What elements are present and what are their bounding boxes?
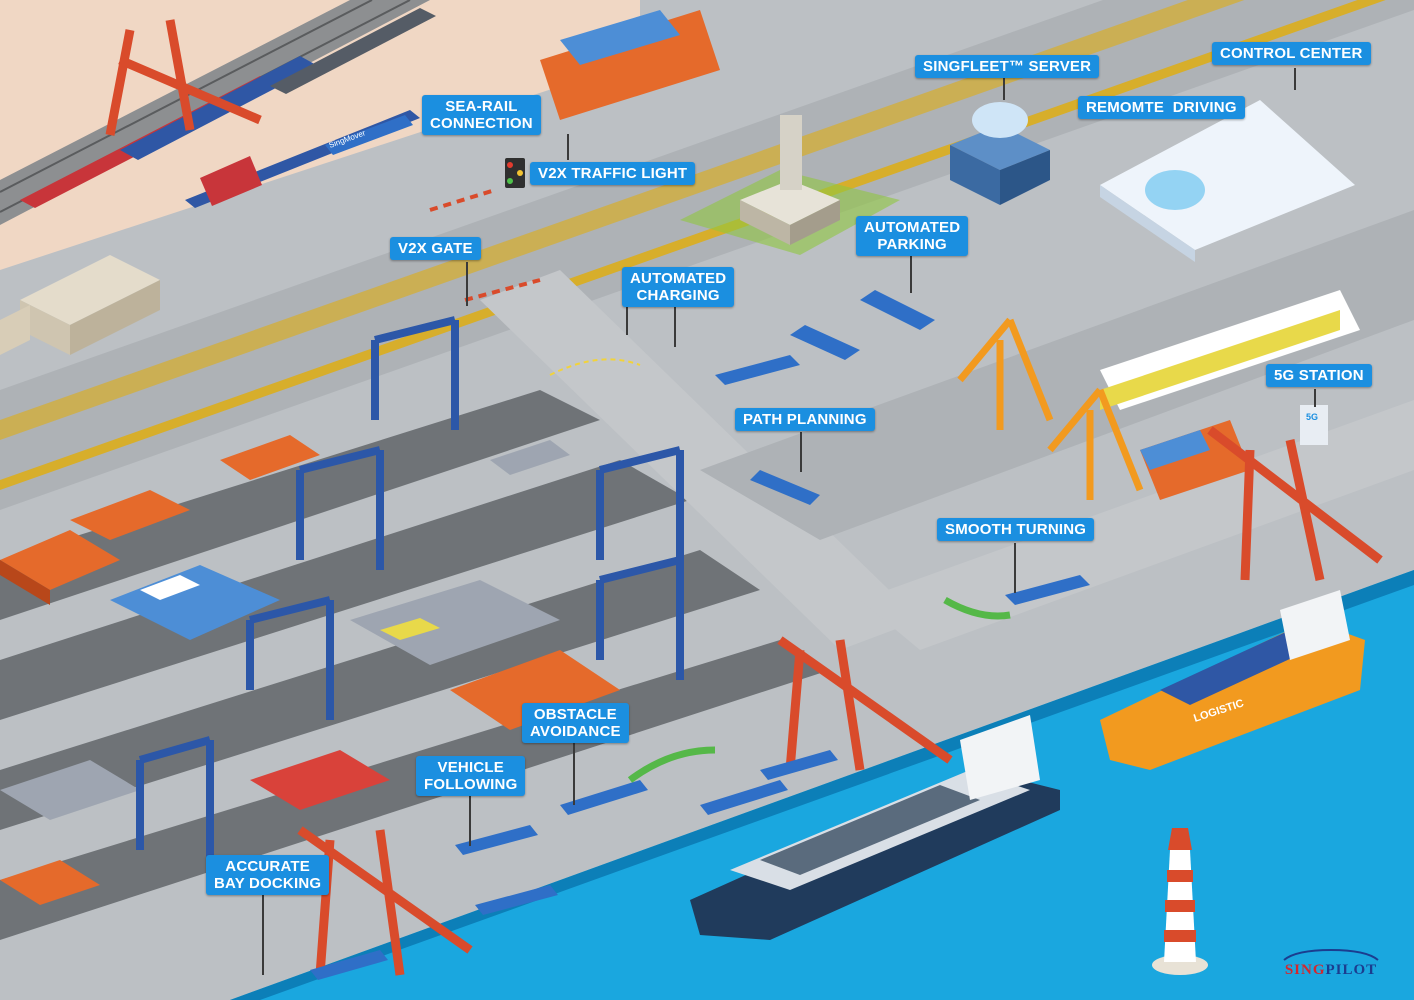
label-5g-station: 5G STATION — [1266, 364, 1372, 387]
label-line: BAY DOCKING — [214, 875, 322, 892]
cargo-ship — [690, 715, 1060, 940]
5g-tower: 5G — [1300, 405, 1328, 445]
yard-block — [0, 550, 760, 830]
leader-line — [469, 796, 471, 846]
singpilot-logo: SINGPILOT — [1276, 948, 1386, 978]
label-singfleet-server: SINGFLEET™ SERVER — [915, 55, 1100, 78]
label-line: CHARGING — [636, 287, 720, 304]
traffic-light — [505, 158, 525, 188]
logistic-ship: LOGISTIC — [1100, 590, 1365, 770]
leader-line — [1314, 389, 1316, 407]
leader-line — [626, 305, 628, 335]
label-automated-charging: AUTOMATED CHARGING — [622, 267, 735, 307]
5g-sign: 5G — [1306, 412, 1318, 422]
gate-barrier — [429, 188, 496, 212]
label-line: ACCURATE — [225, 858, 310, 875]
leader-line — [800, 432, 802, 472]
label-line: PARKING — [877, 236, 947, 253]
label-path-planning: PATH PLANNING — [735, 408, 875, 431]
leader-line — [1014, 543, 1016, 593]
server-building — [950, 102, 1050, 205]
leader-line — [910, 253, 912, 293]
label-line: AUTOMATED — [630, 270, 727, 287]
upper-road — [0, 0, 1414, 510]
quay-road — [700, 210, 1414, 540]
central-driveway — [480, 270, 920, 650]
rail-yard-ground — [0, 0, 640, 270]
control-center-platform — [1100, 100, 1355, 262]
label-line: AUTOMATED — [864, 219, 961, 236]
leader-line — [262, 893, 264, 975]
leader-line — [466, 262, 468, 306]
label-v2x-traffic-light: V2X TRAFFIC LIGHT — [530, 162, 696, 185]
label-line: SEA-RAIL — [445, 98, 518, 115]
freight-train — [20, 8, 436, 208]
label-line: FOLLOWING — [424, 776, 518, 793]
label-obstacle-avoidance: OBSTACLE AVOIDANCE — [522, 703, 629, 743]
label-v2x-gate: V2X GATE — [390, 237, 481, 260]
quay-road-lower — [860, 400, 1414, 650]
yellow-fence — [0, 0, 1386, 490]
leader-line — [674, 307, 676, 347]
label-line: AVOIDANCE — [530, 723, 621, 740]
leader-line — [1294, 68, 1296, 90]
label-automated-parking: AUTOMATED PARKING — [856, 216, 969, 256]
logo-part-2: PILOT — [1325, 962, 1378, 978]
logo-part-1: SING — [1284, 962, 1326, 978]
singmover-vehicles — [310, 115, 1090, 980]
label-control-center: CONTROL CENTER — [1212, 42, 1371, 65]
turning-arrow — [943, 596, 1011, 620]
avoidance-arrow — [627, 746, 716, 783]
path-dashes — [549, 358, 641, 376]
rtg-cranes — [136, 316, 684, 870]
label-remote-driving: REMOMTE DRIVING — [1078, 96, 1245, 119]
lighthouse — [1152, 828, 1208, 975]
label-vehicle-following: VEHICLE FOLLOWING — [416, 756, 526, 796]
station-building — [0, 255, 160, 355]
container — [200, 156, 262, 206]
label-line: CONNECTION — [430, 115, 533, 132]
leader-line — [567, 134, 569, 160]
label-smooth-turning: SMOOTH TURNING — [937, 518, 1095, 541]
label-line: OBSTACLE — [533, 706, 617, 723]
label-accurate-bay-docking: ACCURATE BAY DOCKING — [206, 855, 330, 895]
label-line: VEHICLE — [437, 759, 504, 776]
terminal-building — [680, 115, 900, 255]
harbor-cranes — [957, 317, 1144, 500]
car-outline-icon — [1283, 948, 1379, 961]
label-sea-rail-connection: SEA-RAIL CONNECTION — [422, 95, 541, 135]
leader-line — [1003, 78, 1005, 100]
fence-line — [0, 0, 1245, 440]
yard-block — [0, 460, 690, 720]
leader-line — [573, 741, 575, 805]
